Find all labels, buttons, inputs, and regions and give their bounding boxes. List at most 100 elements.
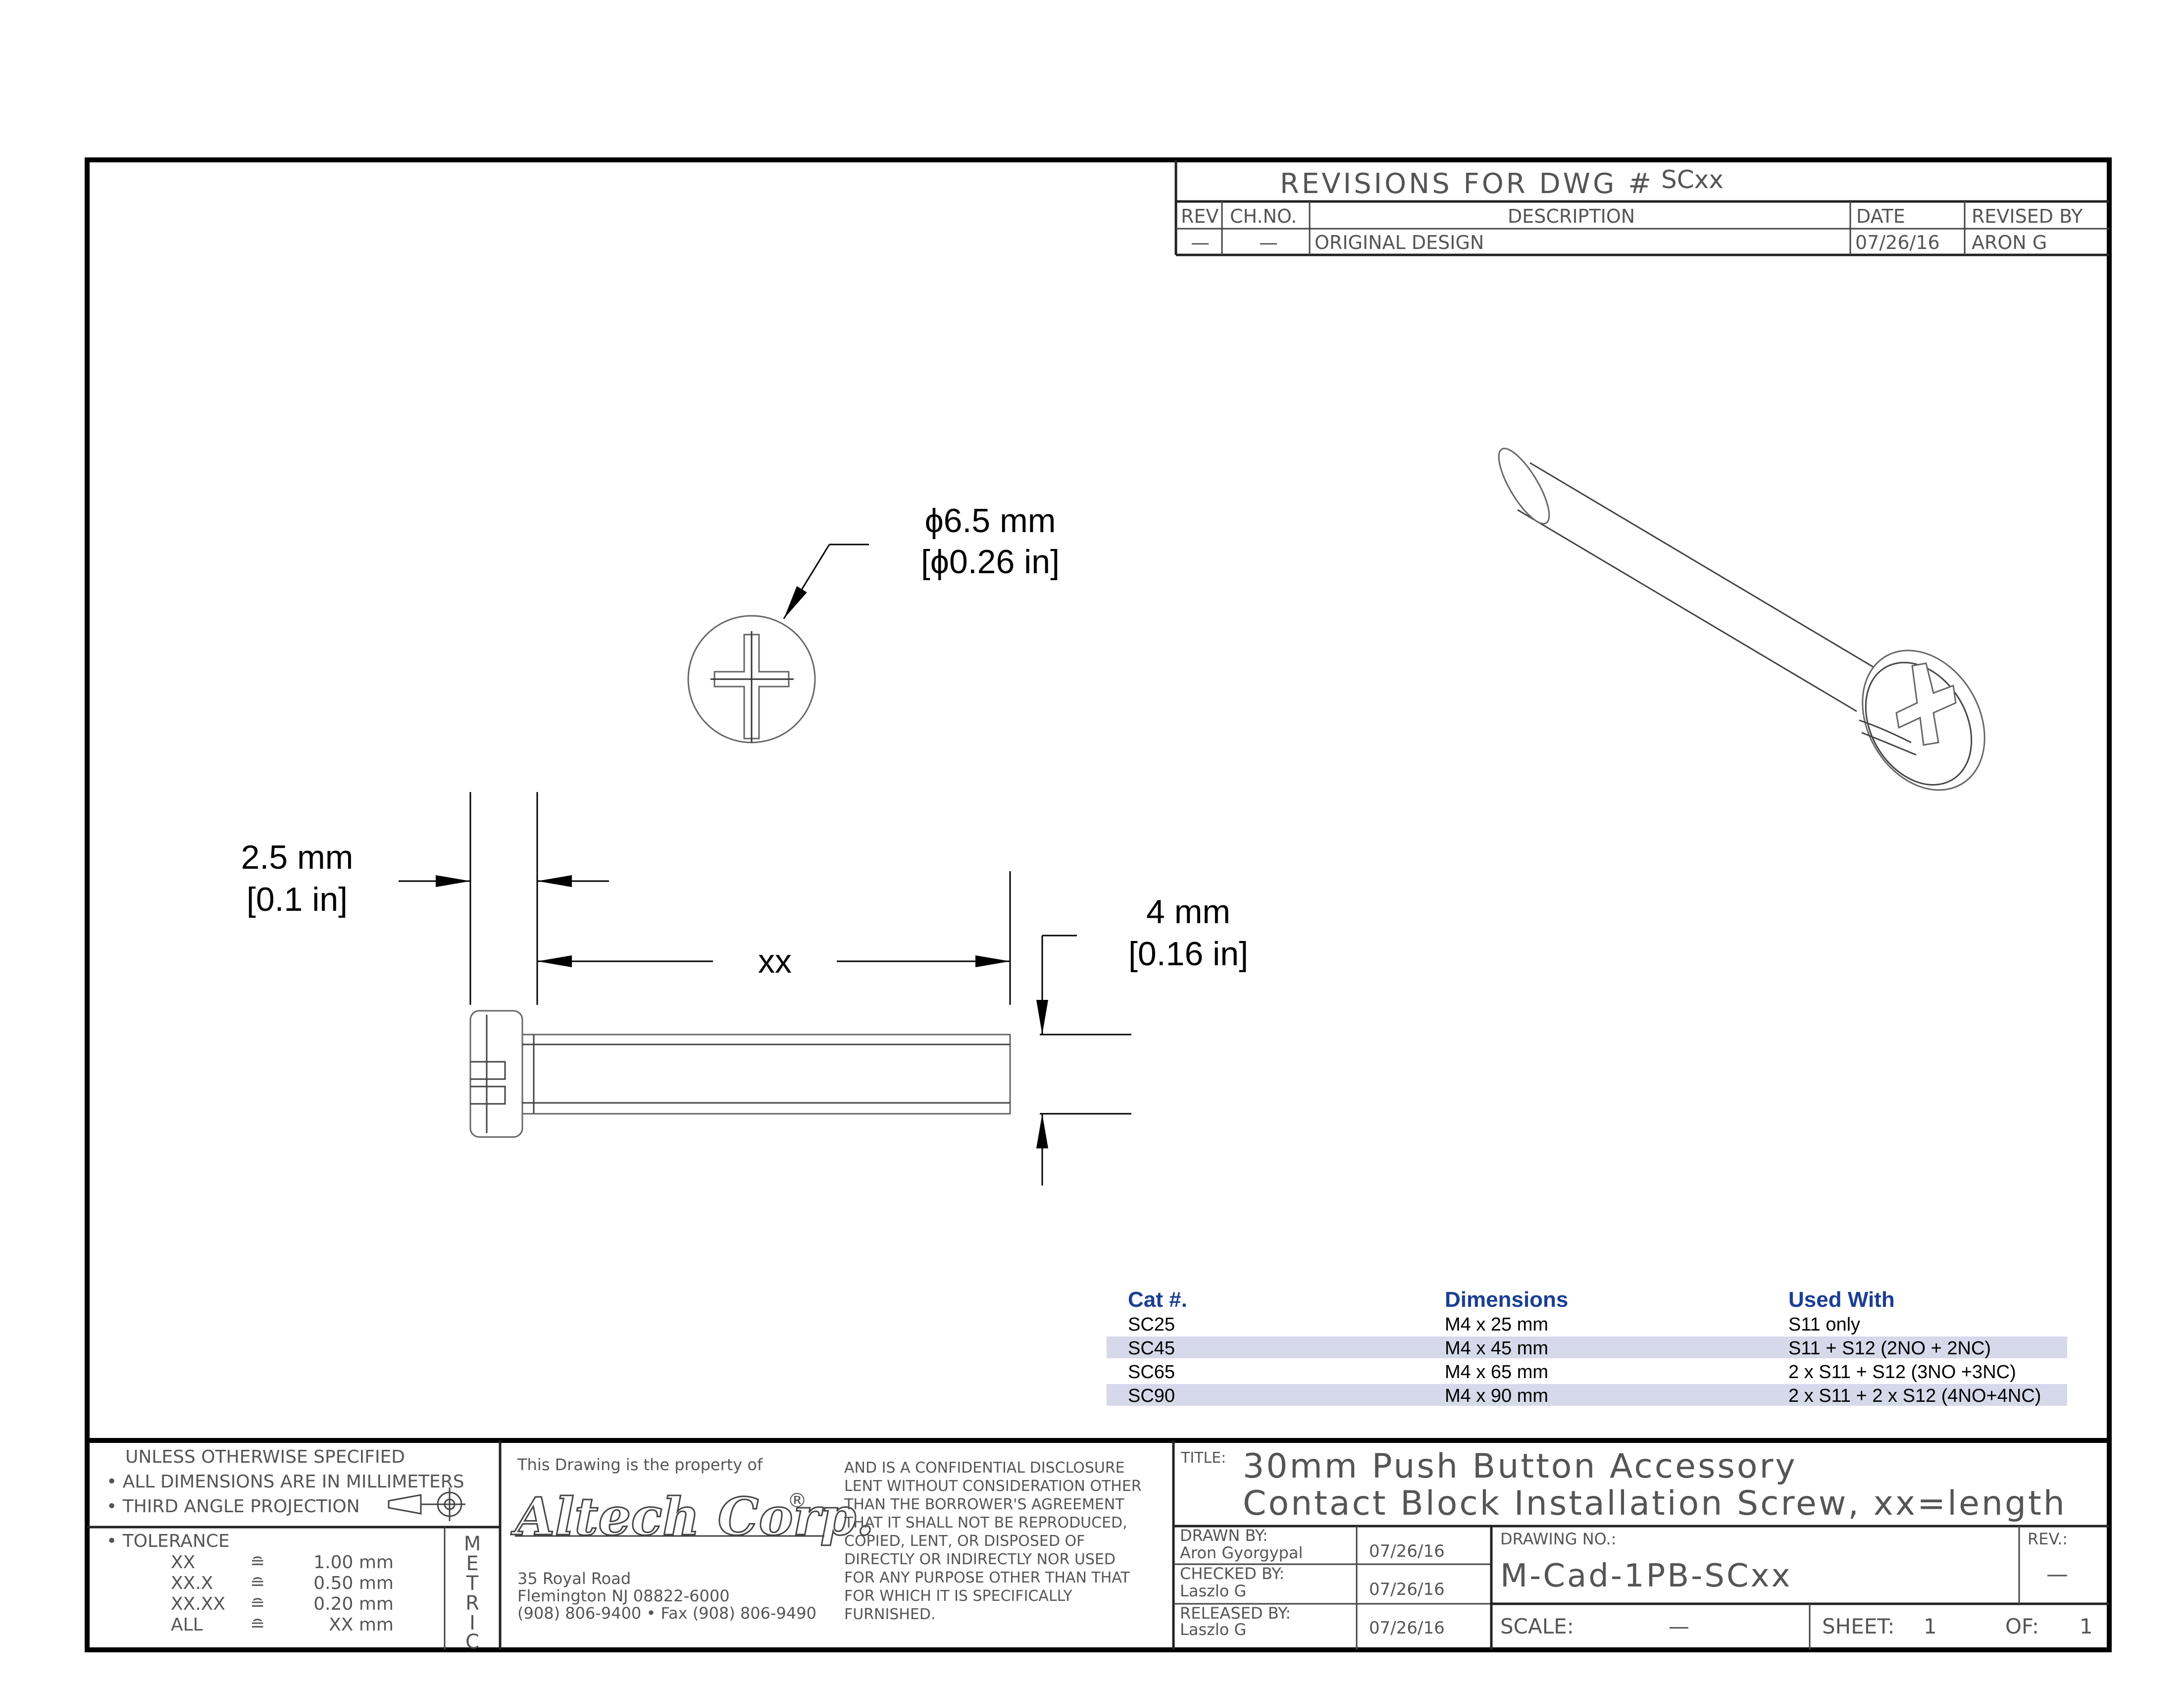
of-number: 1 bbox=[2080, 1614, 2093, 1638]
company-phone: (908) 806-9400 • Fax (908) 806-9490 bbox=[517, 1604, 816, 1623]
catalog-used-sc65: 2 x S11 + S12 (3NO +3NC) bbox=[1788, 1362, 2016, 1383]
drawn-by-label: DRAWN BY: bbox=[1180, 1526, 1268, 1545]
drawing-title-line-2: Contact Block Installation Screw, xx=len… bbox=[1243, 1484, 2067, 1523]
revised-by-header: REVISED BY bbox=[1972, 205, 2083, 227]
catalog-header-used-with: Used With bbox=[1788, 1287, 1895, 1312]
tolerance-symbol: ≘ bbox=[250, 1594, 265, 1614]
disclosure-line: THAT IT SHALL NOT BE REPRODUCED, bbox=[844, 1514, 1127, 1532]
metric-letter: T bbox=[466, 1572, 479, 1595]
metric-letter: M bbox=[464, 1533, 481, 1555]
tolerance-label: • TOLERANCE bbox=[106, 1531, 230, 1551]
released-date: 07/26/16 bbox=[1369, 1618, 1445, 1638]
revised-by-value: ARON G bbox=[1972, 232, 2047, 253]
disclosure-line: THAN THE BORROWER'S AGREEMENT bbox=[844, 1496, 1124, 1513]
revisions-block: REVISIONS FOR DWG # SCxx REV CH.NO. DESC… bbox=[1174, 160, 2109, 256]
tolerance-symbol: ≘ bbox=[250, 1615, 265, 1635]
catalog-cat-sc65: SC65 bbox=[1128, 1362, 1175, 1383]
tolerance-key-all: ALL bbox=[171, 1615, 203, 1635]
catalog-dim-sc45: M4 x 45 mm bbox=[1445, 1338, 1548, 1359]
drawing-border bbox=[85, 157, 2112, 1652]
date-header: DATE bbox=[1856, 205, 1905, 227]
chno-header: CH.NO. bbox=[1230, 205, 1297, 227]
drawing-number: M-Cad-1PB-SCxx bbox=[1500, 1558, 1792, 1594]
checked-by-label: CHECKED BY: bbox=[1180, 1564, 1284, 1583]
description-value: ORIGINAL DESIGN bbox=[1315, 232, 1484, 253]
sheet-number: 1 bbox=[1924, 1614, 1937, 1638]
chno-value: — bbox=[1259, 232, 1278, 253]
of-label: OF: bbox=[2005, 1614, 2039, 1638]
disclosure-line: FOR WHICH IT IS SPECIFICALLY bbox=[844, 1587, 1072, 1605]
tolerance-symbol: ≘ bbox=[250, 1573, 265, 1593]
sheet-label: SHEET: bbox=[1822, 1614, 1895, 1638]
tolerance-value-xxxx: 0.20 mm bbox=[313, 1594, 394, 1614]
metric-letter: C bbox=[465, 1631, 479, 1653]
length-label: xx bbox=[758, 942, 792, 980]
property-notice: This Drawing is the property of bbox=[517, 1455, 763, 1474]
scale-value: — bbox=[1669, 1614, 1689, 1638]
revisions-heading: REVISIONS FOR DWG # bbox=[1280, 168, 1654, 200]
catalog-dim-sc65: M4 x 65 mm bbox=[1445, 1362, 1548, 1383]
third-angle-projection-icon bbox=[388, 1487, 465, 1521]
catalog-table: Cat #. Dimensions Used With SC25 M4 x 25… bbox=[1107, 1287, 2067, 1406]
company-address-2: Flemington NJ 08822-6000 bbox=[517, 1586, 730, 1605]
released-by-label: RELEASED BY: bbox=[1180, 1604, 1291, 1623]
title-label: TITLE: bbox=[1180, 1449, 1226, 1467]
note-dimensions: • ALL DIMENSIONS ARE IN MILLIMETERS bbox=[106, 1472, 464, 1492]
rev-value: — bbox=[1191, 232, 1210, 253]
drawing-number-label: DRAWING NO.: bbox=[1500, 1530, 1616, 1548]
rev-number: — bbox=[2046, 1562, 2068, 1587]
date-value: 07/26/16 bbox=[1855, 232, 1940, 253]
shaft-diameter-mm-label: 4 mm bbox=[1146, 893, 1230, 931]
head-width-mm-label: 2.5 mm bbox=[241, 839, 354, 876]
catalog-header-dimensions: Dimensions bbox=[1445, 1287, 1568, 1312]
catalog-dim-sc25: M4 x 25 mm bbox=[1445, 1314, 1548, 1335]
metric-letter: I bbox=[469, 1612, 475, 1634]
diameter-mm-label: ϕ6.5 mm bbox=[925, 502, 1056, 540]
checked-date: 07/26/16 bbox=[1369, 1580, 1445, 1599]
catalog-cat-sc45: SC45 bbox=[1128, 1338, 1175, 1359]
note-projection: • THIRD ANGLE PROJECTION bbox=[106, 1496, 360, 1517]
catalog-used-sc45: S11 + S12 (2NO + 2NC) bbox=[1788, 1338, 1991, 1359]
drawing-title-line-1: 30mm Push Button Accessory bbox=[1243, 1447, 1797, 1486]
catalog-used-sc90: 2 x S11 + 2 x S12 (4NO+4NC) bbox=[1788, 1386, 2041, 1406]
rev-label: REV.: bbox=[2028, 1530, 2068, 1548]
catalog-cat-sc25: SC25 bbox=[1128, 1314, 1175, 1335]
catalog-dim-sc90: M4 x 90 mm bbox=[1445, 1386, 1548, 1406]
screw-isometric-view bbox=[1498, 447, 1985, 791]
tolerance-key-xx: XX bbox=[171, 1552, 195, 1573]
screw-side-view bbox=[469, 1010, 1011, 1138]
note-unless: UNLESS OTHERWISE SPECIFIED bbox=[125, 1447, 405, 1467]
tolerance-value-xxx: 0.50 mm bbox=[313, 1573, 394, 1593]
checked-by-name: Laszlo G bbox=[1180, 1582, 1246, 1600]
tolerance-key-xxx: XX.X bbox=[171, 1573, 213, 1593]
shaft-diameter-in-label: [0.16 in] bbox=[1128, 935, 1248, 973]
metric-letter: E bbox=[466, 1552, 478, 1575]
catalog-header-cat: Cat #. bbox=[1128, 1287, 1187, 1312]
disclosure-line: FOR ANY PURPOSE OTHER THAN THAT bbox=[844, 1569, 1130, 1586]
company-address-1: 35 Royal Road bbox=[517, 1569, 631, 1588]
registered-mark: ® bbox=[787, 1489, 807, 1512]
metric-letter: R bbox=[465, 1592, 479, 1615]
catalog-cat-sc90: SC90 bbox=[1128, 1386, 1175, 1406]
tolerance-key-xxxx: XX.XX bbox=[171, 1594, 225, 1614]
revisions-dwg-number: SCxx bbox=[1661, 165, 1724, 194]
drawn-by-name: Aron Gyorgypal bbox=[1180, 1543, 1303, 1562]
catalog-row-shade-sc90 bbox=[1107, 1384, 2067, 1406]
title-block: UNLESS OTHERWISE SPECIFIED • ALL DIMENSI… bbox=[87, 1438, 2109, 1653]
head-width-in-label: [0.1 in] bbox=[247, 881, 348, 918]
tolerance-value-xx: 1.00 mm bbox=[313, 1552, 394, 1573]
disclosure-line: FURNISHED. bbox=[844, 1606, 936, 1623]
tolerance-symbol: ≘ bbox=[250, 1552, 265, 1573]
catalog-used-sc25: S11 only bbox=[1788, 1314, 1860, 1335]
company-logo: Altech Corp. bbox=[510, 1486, 874, 1547]
scale-label: SCALE: bbox=[1500, 1614, 1574, 1638]
description-header: DESCRIPTION bbox=[1508, 205, 1635, 227]
catalog-row-shade-sc45 bbox=[1107, 1336, 2067, 1358]
diameter-in-label: [ϕ0.26 in] bbox=[921, 543, 1060, 581]
rev-header: REV bbox=[1181, 205, 1219, 227]
disclosure-line: AND IS A CONFIDENTIAL DISCLOSURE bbox=[844, 1459, 1125, 1477]
released-by-name: Laszlo G bbox=[1180, 1620, 1246, 1639]
dimension-lines: 2.5 mm [0.1 in] xx 4 mm [0.16 in] bbox=[241, 792, 1248, 1186]
disclosure-line: LENT WITHOUT CONSIDERATION OTHER bbox=[844, 1478, 1142, 1495]
